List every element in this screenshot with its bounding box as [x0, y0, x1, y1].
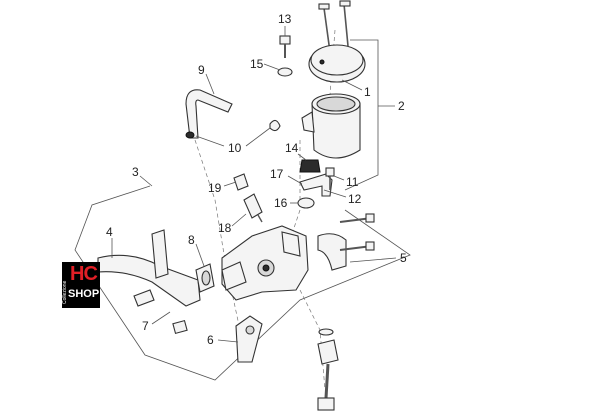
bracket-group-2 [344, 39, 379, 191]
callout-18: 18 [218, 221, 232, 235]
bracket-6 [235, 315, 263, 363]
leader-3 [139, 175, 153, 187]
washer-15 [277, 67, 293, 77]
leader-19 [223, 181, 237, 187]
hc-shop-logo: Collezione HC SHOP [62, 262, 100, 308]
leader-15 [263, 63, 281, 71]
callout-6: 6 [207, 333, 214, 347]
fitting-18 [243, 193, 263, 223]
clamp-5 [317, 213, 375, 271]
grommet-14 [299, 159, 321, 173]
adjuster-7 [133, 229, 188, 335]
long-screw-pair [318, 0, 351, 53]
leader-10b [245, 127, 271, 147]
callout-10: 10 [228, 141, 242, 155]
callout-2: 2 [398, 99, 405, 113]
leader-12 [323, 189, 347, 198]
bracket-12 [299, 173, 333, 197]
bolt-13 [279, 35, 291, 58]
leader-11 [333, 175, 345, 181]
master-cylinder-body [221, 225, 309, 301]
pivot-8 [195, 263, 215, 293]
reservoir-body [301, 93, 361, 159]
banjo-fitting [317, 328, 339, 411]
callout-11: 11 [346, 175, 359, 189]
lever-4 [97, 254, 201, 307]
logo-brand-text: HC [70, 263, 98, 285]
leader-10 [195, 135, 225, 147]
callout-1: 1 [364, 85, 371, 99]
callout-15: 15 [250, 57, 264, 71]
leader-8 [195, 243, 205, 267]
callout-12: 12 [348, 192, 362, 206]
callout-16: 16 [274, 196, 288, 210]
callout-3: 3 [132, 165, 139, 179]
leader-18 [231, 213, 247, 227]
assembly-path-reservoir [289, 140, 301, 241]
leader-6 [217, 339, 239, 343]
callout-17: 17 [270, 167, 284, 181]
reservoir-cap [308, 44, 366, 83]
callout-13: 13 [278, 12, 292, 26]
callout-8: 8 [188, 233, 195, 247]
assembly-path-banjo [299, 289, 326, 391]
callout-14: 14 [285, 141, 299, 155]
hose-9 [185, 89, 233, 139]
callout-5: 5 [400, 251, 407, 265]
clip-10 [185, 119, 281, 139]
callout-19: 19 [208, 181, 222, 195]
callout-7: 7 [142, 319, 149, 333]
assembly-path-screws [329, 29, 336, 96]
nut-16 [297, 197, 315, 209]
bracket-group-3 [74, 185, 411, 381]
leader-14 [297, 153, 307, 161]
leader-17 [287, 175, 303, 185]
callout-4: 4 [106, 225, 113, 239]
logo-subtitle-text: SHOP [68, 288, 100, 300]
leader-5 [349, 257, 397, 263]
leader-1 [341, 79, 363, 91]
leader-9 [205, 73, 215, 95]
assembly-path-hose [194, 139, 241, 331]
fitting-19 [233, 173, 249, 191]
leader-7 [151, 311, 171, 325]
callout-9: 9 [198, 63, 205, 77]
screw-11 [325, 167, 335, 190]
